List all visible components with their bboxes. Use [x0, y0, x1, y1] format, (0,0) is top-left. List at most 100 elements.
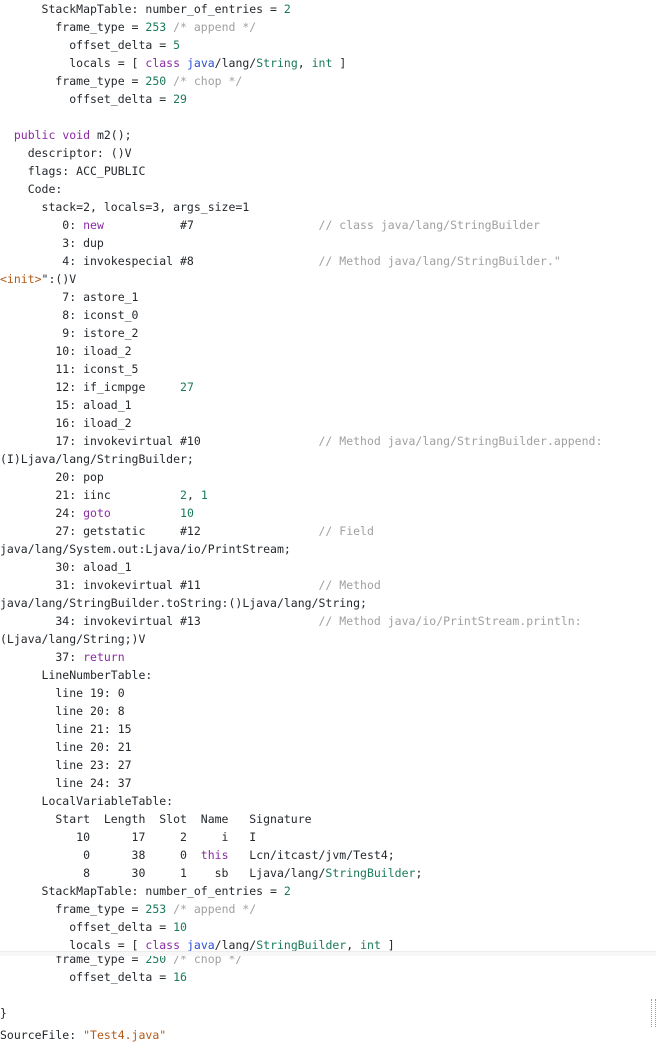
code-token: offset_delta = [0, 92, 174, 106]
code-token: return [83, 650, 125, 664]
code-line: 30: aload_1 [0, 558, 656, 576]
code-token: ; [415, 866, 423, 880]
code-token: // Method java/io/PrintStream.println: [318, 614, 582, 628]
code-token: 37: [0, 650, 84, 664]
code-line: 7: astore_1 [0, 288, 656, 306]
code-line: frame_type = 250 /* chop */ [0, 72, 656, 90]
code-token: SourceFile: [0, 1028, 84, 1042]
code-token: java/lang/StringBuilder.toString:()Ljava… [0, 596, 367, 610]
code-token: descriptor: ()V [0, 146, 132, 160]
code-token: 8 30 1 sb Ljava/lang/ [0, 866, 326, 880]
code-token: 9: istore_2 [0, 326, 139, 340]
code-token: offset_delta = [0, 920, 174, 934]
scrollbar-grip[interactable] [651, 999, 656, 1027]
code-line: frame_type = 253 /* append */ [0, 900, 656, 918]
code-token: 24: [0, 506, 84, 520]
code-token: // Method java/lang/StringBuilder." [318, 254, 561, 268]
code-line: <init>":()V [0, 270, 656, 288]
code-token: 10 [180, 506, 194, 520]
code-token [180, 56, 187, 70]
code-token: class [145, 938, 181, 952]
code-token: StackMapTable: number_of_entries = [0, 2, 284, 16]
code-line: java/lang/System.out:Ljava/io/PrintStrea… [0, 540, 656, 558]
code-token: , [346, 938, 361, 952]
code-line: locals = [ class java/lang/StringBuilder… [0, 936, 656, 954]
code-token: frame_type = [0, 20, 146, 34]
code-line: 3: dup [0, 234, 656, 252]
code-token: /* append */ [166, 902, 257, 916]
code-token: 10: iload_2 [0, 344, 132, 358]
code-line: 15: aload_1 [0, 396, 656, 414]
code-token: 29 [173, 92, 187, 106]
code-token: /* chop */ [166, 74, 243, 88]
code-line: flags: ACC_PUBLIC [0, 162, 656, 180]
code-token: StringBuilder [256, 938, 347, 952]
code-token: 253 [145, 20, 167, 34]
code-token: class [145, 56, 181, 70]
code-token: line 23: 27 [0, 758, 132, 772]
code-token: locals = [ [0, 56, 146, 70]
code-token: 16: iload_2 [0, 416, 132, 430]
code-line: SourceFile: "Test4.java" [0, 1026, 656, 1044]
code-line: frame_type = 253 /* append */ [0, 18, 656, 36]
code-token: int [360, 938, 381, 952]
code-line: LineNumberTable: [0, 666, 656, 684]
code-token: goto [83, 506, 111, 520]
code-token: frame_type = [0, 902, 146, 916]
code-token: (Ljava/lang/String;)V [0, 632, 146, 646]
code-token: StringBuilder [325, 866, 416, 880]
code-line: stack=2, locals=3, args_size=1 [0, 198, 656, 216]
code-token: line 20: 21 [0, 740, 132, 754]
code-line: 8 30 1 sb Ljava/lang/StringBuilder; [0, 864, 656, 882]
code-line: offset_delta = 29 [0, 90, 656, 108]
code-token: this [200, 848, 229, 862]
code-token: // class java/lang/StringBuilder [318, 218, 541, 232]
code-token: 16 [173, 970, 187, 984]
code-line: 20: pop [0, 468, 656, 486]
code-token: 21: iinc [0, 488, 181, 502]
code-line: 16: iload_2 [0, 414, 656, 432]
code-line: 31: invokevirtual #11 // Method [0, 576, 656, 594]
code-token: ":()V [41, 272, 77, 286]
code-line: StackMapTable: number_of_entries = 2 [0, 882, 656, 900]
code-token: <init> [0, 272, 42, 286]
code-line: locals = [ class java/lang/String, int ] [0, 54, 656, 72]
code-line: line 19: 0 [0, 684, 656, 702]
code-token: "Test4.java" [83, 1028, 167, 1042]
code-line: offset_delta = 5 [0, 36, 656, 54]
code-line: line 24: 37 [0, 774, 656, 792]
code-token: String [256, 56, 298, 70]
code-token: 17: invokevirtual #10 [0, 434, 319, 448]
code-token: (I)Ljava/lang/StringBuilder; [0, 452, 194, 466]
code-token: /lang/ [214, 56, 257, 70]
code-line: (I)Ljava/lang/StringBuilder; [0, 450, 656, 468]
code-token: line 24: 37 [0, 776, 132, 790]
code-line: 8: iconst_0 [0, 306, 656, 324]
code-line: 0 38 0 this Lcn/itcast/jvm/Test4; [0, 846, 656, 864]
code-token: 15: aload_1 [0, 398, 132, 412]
code-token: 253 [145, 902, 167, 916]
code-token: m2(); [90, 128, 132, 142]
code-token: /lang/ [214, 938, 257, 952]
code-token: public [0, 128, 56, 142]
code-token: frame_type = [0, 74, 146, 88]
code-line: 34: invokevirtual #13 // Method java/io/… [0, 612, 656, 630]
code-token: 0: [0, 218, 84, 232]
code-token: 31: invokevirtual #11 [0, 578, 319, 592]
code-token: 20: pop [0, 470, 104, 484]
code-token: 10 17 2 i I [0, 830, 257, 844]
code-line: 9: istore_2 [0, 324, 656, 342]
code-token: int [311, 56, 333, 70]
code-token: LocalVariableTable: [0, 794, 174, 808]
code-token: 4: invokespecial #8 [0, 254, 319, 268]
code-line: Start Length Slot Name Signature [0, 810, 656, 828]
code-line [0, 986, 656, 1004]
code-token: Start Length Slot Name Signature [0, 812, 312, 826]
code-token: // Method java/lang/StringBuilder.append… [318, 434, 603, 448]
code-line: 37: return [0, 648, 656, 666]
code-token: line 20: 8 [0, 704, 125, 718]
code-line: 0: new #7 // class java/lang/StringBuild… [0, 216, 656, 234]
code-token: 1 [200, 488, 208, 502]
code-line: offset_delta = 10 [0, 918, 656, 936]
